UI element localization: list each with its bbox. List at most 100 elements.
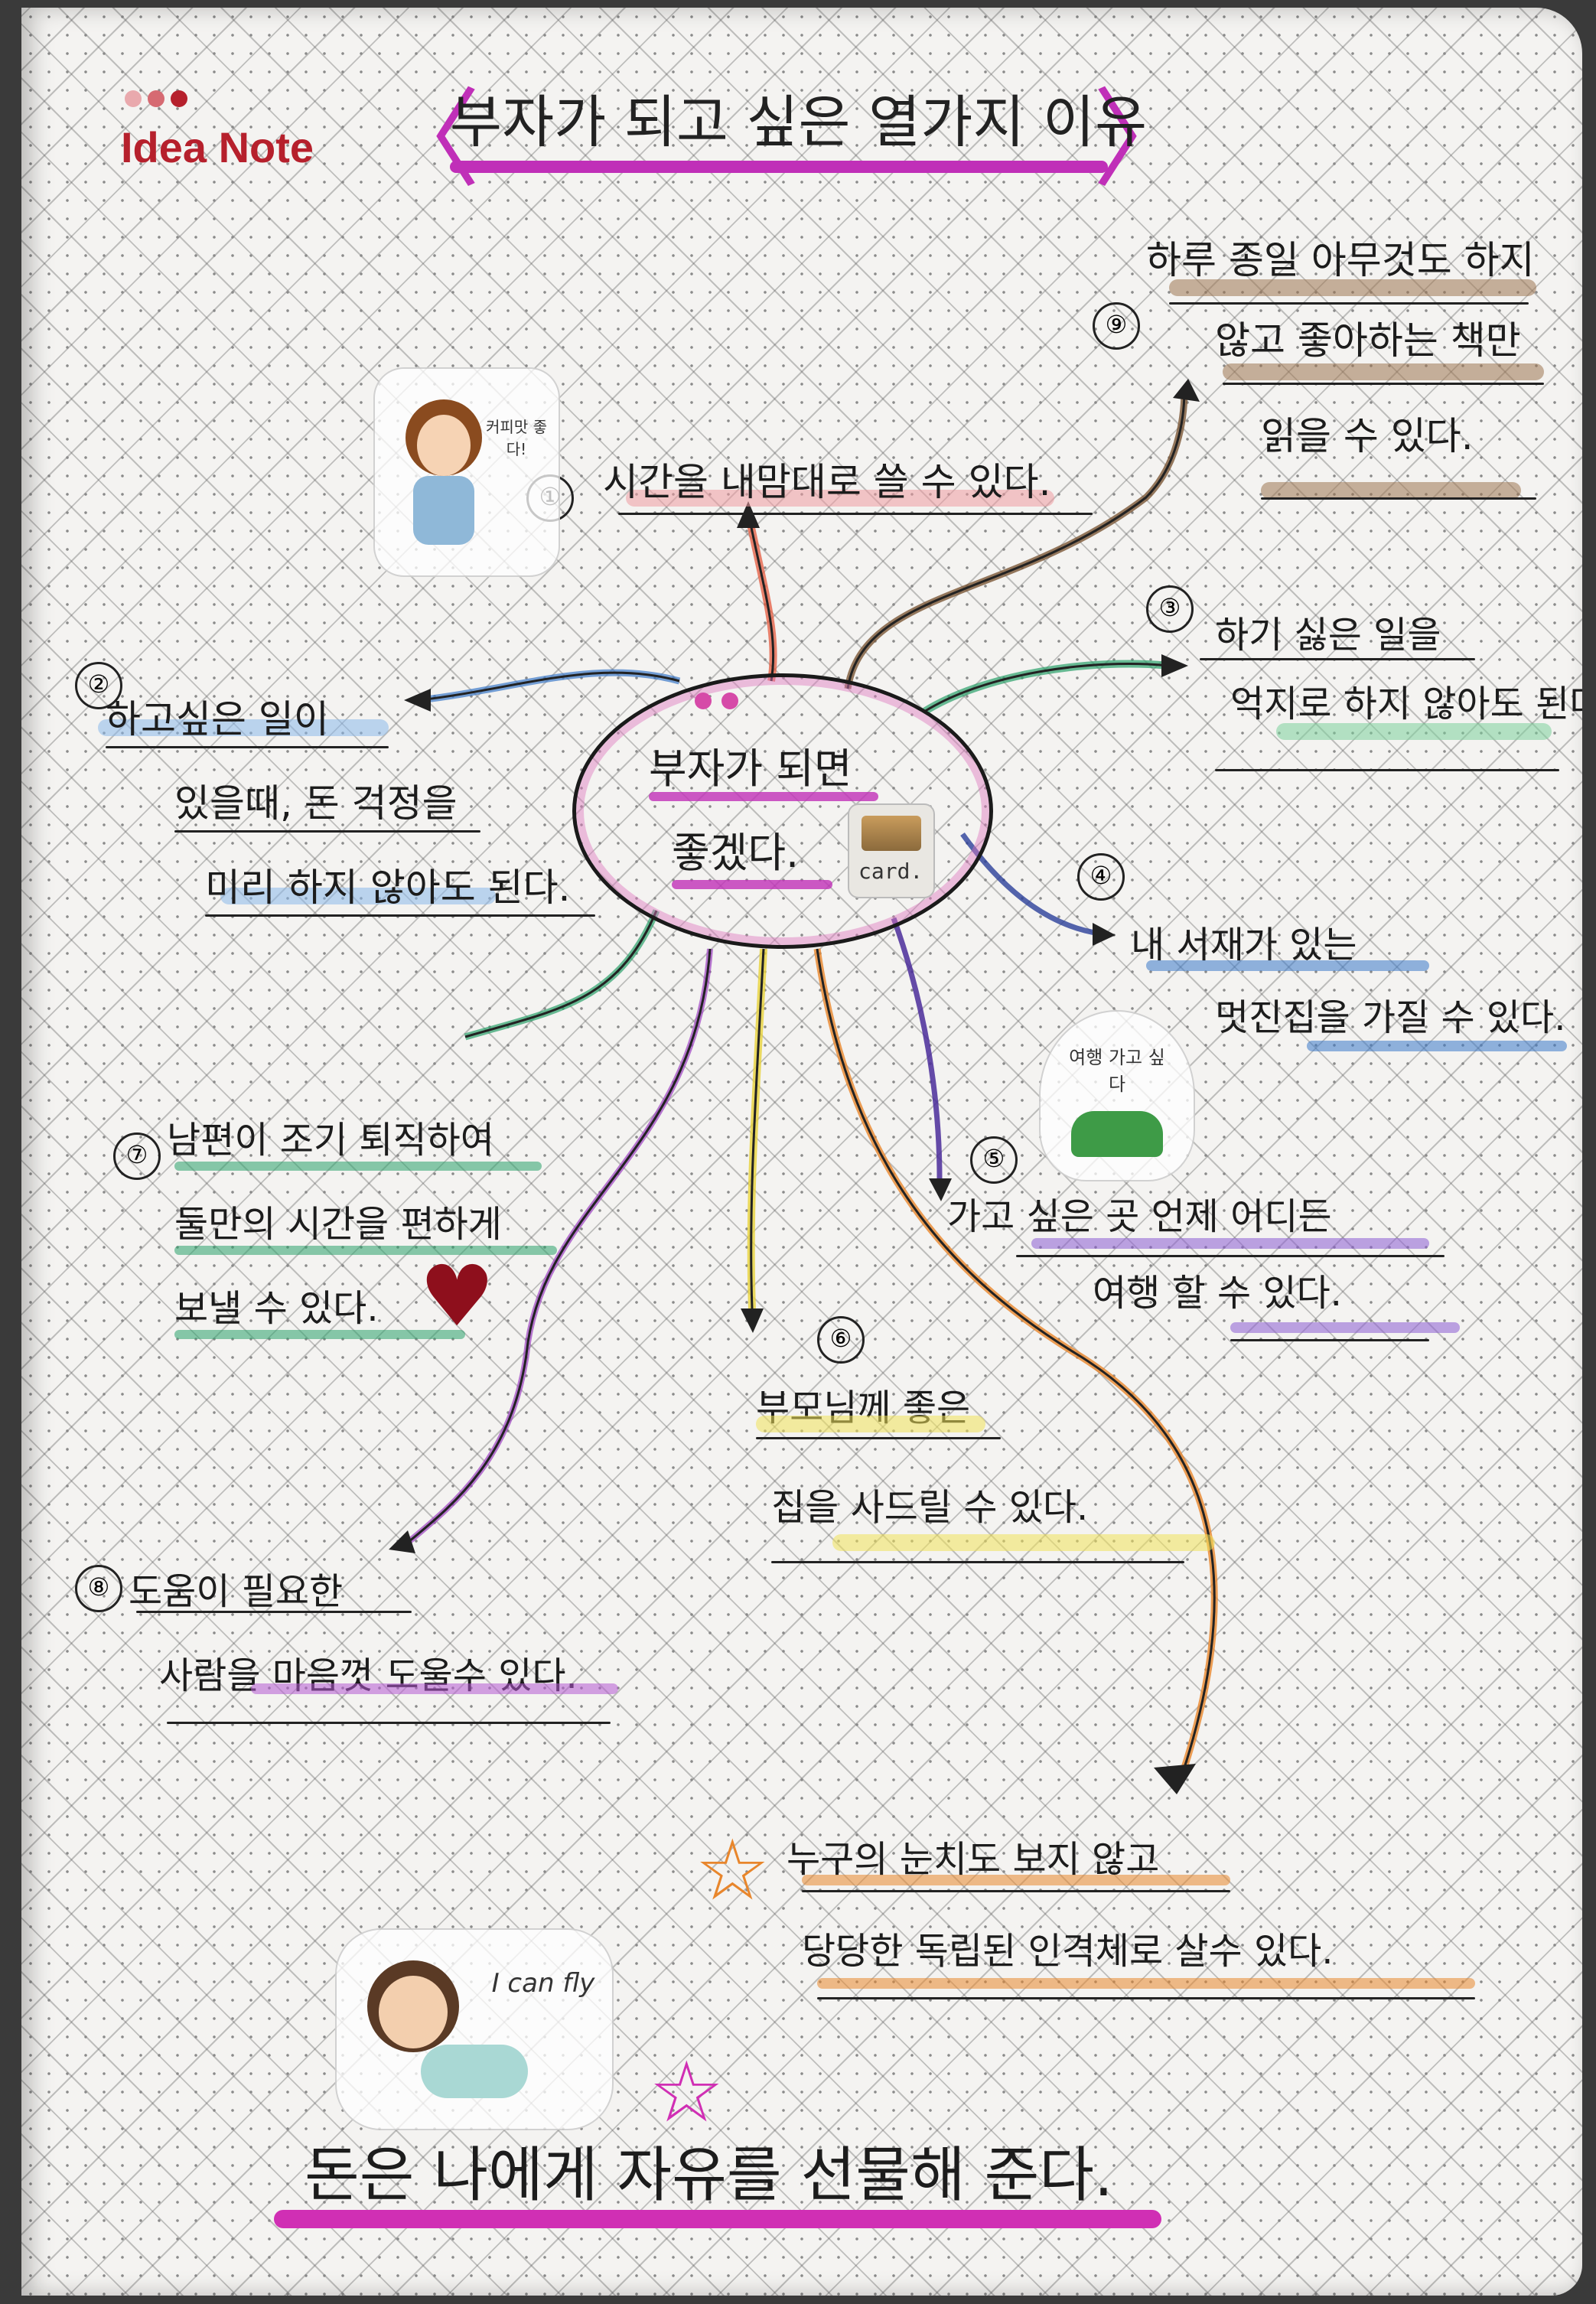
title-bracket-left: 〈 <box>373 78 481 203</box>
item-highlight <box>98 719 389 736</box>
brand-logo: Idea Note <box>121 123 314 171</box>
item-underline <box>817 1997 1475 1999</box>
brand-dot <box>171 90 187 107</box>
item-underline <box>1169 302 1529 305</box>
item-number: ④ <box>1077 853 1125 901</box>
item-highlight <box>1031 1238 1429 1249</box>
travel-sticker: 여행 가고 싶다 <box>1039 1010 1195 1181</box>
item-2-line-3: 미리 하지 않아도 된다. <box>205 865 571 910</box>
item-underline <box>167 1722 611 1724</box>
item-3-line-2: 억지로 하지 않아도 된다. <box>1230 683 1582 725</box>
item-highlight <box>1276 723 1552 740</box>
item-10-line-1: 누구의 눈치도 보지 않고 <box>787 1838 1160 1881</box>
item-underline <box>136 1611 412 1613</box>
girl-face <box>417 415 471 476</box>
item-underline <box>1200 658 1475 660</box>
conclusion-text: 돈은 나에게 자유를 선물해 준다. <box>305 2141 1113 2210</box>
item-highlight <box>1307 1041 1567 1051</box>
item-highlight <box>756 1416 985 1432</box>
item-3-line-1: 하기 싫은 일을 <box>1215 614 1441 657</box>
item-highlight <box>1230 1322 1460 1333</box>
item-9-line-3: 읽을 수 있다. <box>1261 414 1474 458</box>
item-underline <box>756 1437 1001 1439</box>
item-underline <box>1230 1339 1429 1341</box>
item-highlight <box>174 1330 465 1339</box>
item-highlight <box>1223 363 1544 380</box>
center-underline <box>672 880 832 889</box>
center-underline <box>649 792 878 801</box>
item-underline <box>802 1890 1230 1892</box>
item-highlight <box>220 888 496 904</box>
girl-body <box>413 476 474 545</box>
item-underline <box>1215 769 1559 771</box>
item-number: ⑦ <box>113 1132 161 1180</box>
title-underline <box>450 161 1108 173</box>
notebook-page: Idea Note 〈 〉 부자가 되고 싶은 열가지 이유 <box>21 8 1582 2296</box>
item-number: ② <box>75 662 122 709</box>
brand-dot <box>125 90 142 107</box>
center-dot <box>721 693 738 709</box>
item-4-line-1: 내 서재가 있는 <box>1131 924 1357 966</box>
girl-sticker: 커피맛 좋다! <box>373 367 560 577</box>
page-title: 부자가 되고 싶은 열가지 이유 <box>450 90 1148 155</box>
item-7-line-2: 둘만의 시간을 편하게 <box>174 1203 502 1246</box>
item-underline <box>771 1561 1184 1563</box>
item-highlight <box>1146 960 1429 971</box>
heart-icon: ♥ <box>419 1247 495 1345</box>
center-bubble <box>572 673 993 949</box>
item-underline <box>106 746 389 748</box>
item-highlight <box>174 1162 542 1171</box>
item-1-line-1: 시간을 내맘대로 쓸 수 있다. <box>603 460 1051 504</box>
branch-lines <box>389 379 1218 1794</box>
item-number: ⑥ <box>817 1316 865 1364</box>
star-icon: ☆ <box>649 2043 725 2141</box>
item-underline <box>174 830 480 833</box>
item-number: ⑧ <box>75 1565 122 1612</box>
fly-girl-face <box>379 1976 448 2048</box>
conclusion-underline <box>274 2210 1161 2228</box>
item-highlight <box>626 490 1054 507</box>
item-10-line-2: 당당한 독립된 인격체로 살수 있다. <box>802 1930 1334 1973</box>
item-5-line-2: 여행 할 수 있다. <box>1093 1272 1342 1315</box>
item-highlight <box>802 1875 1230 1885</box>
item-highlight <box>251 1683 618 1694</box>
card-label: card. <box>858 859 923 884</box>
item-5-line-1: 가고 싶은 곳 언제 어디든 <box>947 1195 1332 1238</box>
item-highlight <box>832 1534 1215 1551</box>
center-line-1: 부자가 되면 <box>649 745 852 793</box>
sneaker-icon <box>1071 1111 1163 1157</box>
item-highlight <box>817 1978 1475 1989</box>
card-chip <box>862 816 921 851</box>
fly-girl-body <box>421 2045 528 2098</box>
item-7-line-3: 보낼 수 있다. <box>174 1287 379 1330</box>
item-highlight <box>1169 279 1536 296</box>
card-icon: card. <box>848 803 935 898</box>
fly-sticker: I can fly <box>335 1928 614 2130</box>
item-highlight <box>1261 482 1521 499</box>
brand-dot <box>148 90 164 107</box>
item-number: ⑨ <box>1093 302 1140 350</box>
title-bracket-right: 〉 <box>1093 78 1200 203</box>
item-underline <box>205 914 595 917</box>
travel-text: 여행 가고 싶다 <box>1069 1047 1165 1095</box>
center-line-2: 좋겠다. <box>672 829 800 877</box>
item-4-line-2: 멋진집을 가질 수 있다. <box>1215 996 1566 1039</box>
item-number: ③ <box>1146 585 1194 633</box>
item-8-line-1: 도움이 필요한 <box>129 1570 344 1613</box>
item-7-line-1: 남편이 조기 퇴직하여 <box>167 1119 494 1162</box>
star-icon: ☆ <box>695 1821 770 1919</box>
item-9-line-1: 하루 종일 아무것도 하지 <box>1146 238 1535 282</box>
item-underline <box>1016 1255 1445 1257</box>
fly-text: I can fly <box>491 1968 595 1999</box>
item-2-line-2: 있을때, 돈 걱정을 <box>174 781 458 826</box>
item-9-line-2: 않고 좋아하는 책만 <box>1215 318 1521 363</box>
center-dot <box>695 693 712 709</box>
item-underline <box>1223 383 1544 385</box>
item-6-line-2: 집을 사드릴 수 있다. <box>771 1486 1089 1529</box>
item-2-line-1: 하고싶은 일이 <box>106 697 329 741</box>
item-highlight <box>174 1246 557 1255</box>
item-underline <box>618 513 1093 515</box>
item-number: ⑤ <box>970 1136 1018 1184</box>
girl-badge-text: 커피맛 좋다! <box>486 418 547 458</box>
item-underline <box>1261 497 1536 500</box>
